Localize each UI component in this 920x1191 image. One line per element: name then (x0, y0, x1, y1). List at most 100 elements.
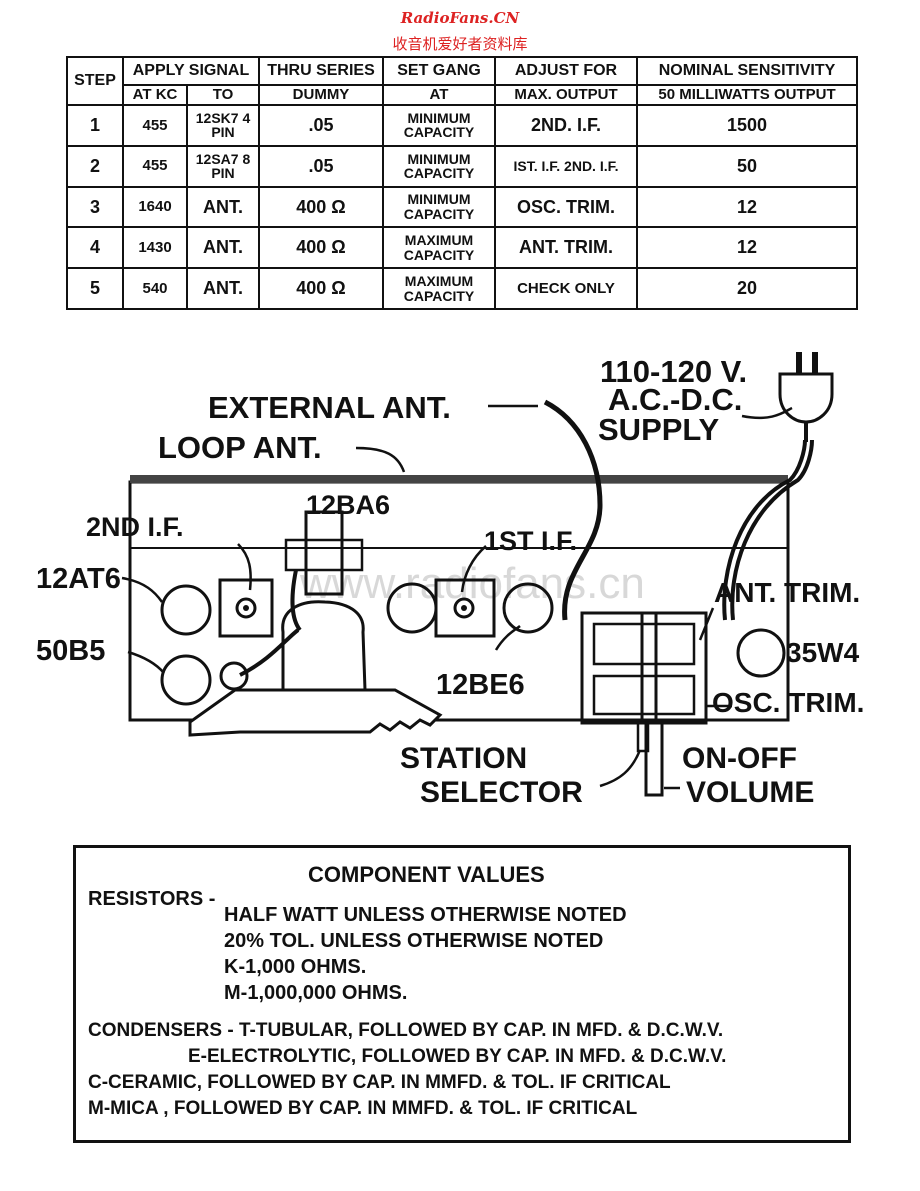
tube-50b5 (160, 654, 212, 706)
cell-dummy: 400 Ω (258, 226, 384, 270)
first-if-leader (460, 545, 487, 593)
label-loop-ant: LOOP ANT. (158, 430, 322, 465)
external-antenna-wire (543, 399, 603, 621)
cell-dummy: .05 (258, 144, 384, 188)
tube-12be6 (502, 582, 554, 634)
header-adjust-for: ADJUST FOR (494, 56, 638, 86)
power-cord-2 (730, 439, 814, 621)
cell-step: 3 (66, 185, 124, 229)
resistors-line: K-1,000 OHMS. (224, 956, 367, 978)
header-max-output: MAX. OUTPUT (494, 84, 638, 106)
power-plug-icon (778, 372, 834, 424)
tube-12ba6 (304, 510, 344, 596)
speaker-lead-wire (290, 569, 302, 632)
12be6-leader (494, 625, 521, 651)
loop-ant-leader (355, 446, 406, 473)
second-if-can (218, 578, 274, 638)
selector-shaft (636, 721, 650, 753)
cell-dummy: 400 Ω (258, 267, 384, 310)
cell-dummy: 400 Ω (258, 185, 384, 229)
label-supply-voltage: 110-120 V. (600, 354, 747, 389)
cell-adjust: IST. I.F. 2ND. I.F. (494, 144, 638, 188)
cell-adjust: ANT. TRIM. (494, 226, 638, 270)
cell-kc: 455 (122, 144, 188, 188)
cell-gang: MAXIMUM CAPACITY (382, 226, 496, 270)
second-if-slug-dot (243, 605, 249, 611)
header-50mw-output: 50 MILLIWATTS OUTPUT (636, 84, 858, 106)
cell-gang: MAXIMUM CAPACITY (382, 267, 496, 310)
component-values-title: COMPONENT VALUES (308, 862, 545, 887)
component-values-box: COMPONENT VALUES RESISTORS - HALF WATT U… (73, 845, 851, 1143)
header-apply-signal: APPLY SIGNAL (122, 56, 260, 86)
cell-kc: 540 (122, 267, 188, 310)
cell-sensitivity: 12 (636, 185, 858, 229)
condensers-line: C-CERAMIC, FOLLOWED BY CAP. IN MMFD. & T… (88, 1072, 671, 1093)
cell-kc: 455 (122, 104, 188, 147)
cell-step: 4 (66, 226, 124, 270)
header-set-gang: SET GANG (382, 56, 496, 86)
50b5-leader (127, 650, 165, 674)
label-supply-type: A.C.-D.C. (608, 382, 742, 417)
watermark: www.radiofans.cn (299, 559, 645, 608)
ant-trimmer (592, 622, 696, 666)
cell-gang: MINIMUM CAPACITY (382, 144, 496, 188)
cell-adjust: OSC. TRIM. (494, 185, 638, 229)
cell-to: ANT. (186, 226, 260, 270)
condensers-line: M-MICA , FOLLOWED BY CAP. IN MMFD. & TOL… (88, 1098, 638, 1119)
speaker-magnet (281, 600, 367, 692)
second-if-slug-icon (235, 597, 257, 619)
header-dummy: DUMMY (258, 84, 384, 106)
station-selector-leader (599, 749, 642, 788)
site-title: RadioFans.CN (400, 9, 520, 27)
cell-to: ANT. (186, 267, 260, 310)
cell-kc: 1640 (122, 185, 188, 229)
cell-sensitivity: 12 (636, 226, 858, 270)
header-step: STEP (66, 56, 124, 106)
cell-step: 5 (66, 267, 124, 310)
supply-leader (741, 406, 793, 420)
resistors-line: 20% TOL. UNLESS OTHERWISE NOTED (224, 930, 604, 952)
cell-gang: MINIMUM CAPACITY (382, 185, 496, 229)
plug-prong (796, 352, 802, 374)
speaker-lead-socket (219, 661, 249, 691)
first-if-slug-icon (453, 597, 475, 619)
cell-sensitivity: 20 (636, 267, 858, 310)
table-row: 1 455 12SK7 4 PIN .05 MINIMUM CAPACITY 2… (66, 104, 858, 147)
cell-adjust: 2ND. I.F. (494, 104, 638, 147)
header-nominal-sensitivity: NOMINAL SENSITIVITY (636, 56, 858, 86)
cell-sensitivity: 1500 (636, 104, 858, 147)
speaker-cone (188, 688, 443, 737)
header-thru-series: THRU SERIES (258, 56, 384, 86)
condensers-line: E-ELECTROLYTIC, FOLLOWED BY CAP. IN MFD.… (188, 1046, 727, 1067)
label-external-ant: EXTERNAL ANT. (208, 390, 451, 425)
speaker-lead-wire-2 (239, 628, 300, 677)
second-if-leader (237, 543, 252, 591)
label-station: STATION (400, 742, 527, 775)
tube-12at6 (160, 584, 212, 636)
ant-trim-leader (698, 607, 715, 641)
table-row: 2 455 12SA7 8 PIN .05 MINIMUM CAPACITY I… (66, 144, 858, 188)
first-if-slug-dot (461, 605, 467, 611)
chassis-diagram: www.radiofans.cn (36, 352, 864, 809)
volume-shaft (644, 721, 664, 797)
label-12at6: 12AT6 (36, 563, 121, 595)
loop-antenna-bar (130, 475, 788, 483)
label-12be6: 12BE6 (436, 669, 525, 701)
label-12ba6: 12BA6 (306, 490, 390, 520)
gang-capacitor (580, 611, 708, 725)
label-selector: SELECTOR (420, 776, 583, 809)
label-50b5: 50B5 (36, 635, 105, 667)
site-subtitle: 收音机爱好者资料库 (392, 35, 528, 53)
header-to: TO (186, 84, 260, 106)
label-osc-trim: OSC. TRIM. (712, 687, 864, 718)
header-at: AT (382, 84, 496, 106)
output-transformer (284, 538, 364, 572)
cell-sensitivity: 50 (636, 144, 858, 188)
label-1st-if: 1ST I.F. (484, 526, 577, 556)
tube-35w4 (736, 628, 786, 678)
osc-trimmer (592, 674, 696, 716)
resistors-line: M-1,000,000 OHMS. (224, 982, 408, 1004)
table-row: 4 1430 ANT. 400 Ω MAXIMUM CAPACITY ANT. … (66, 226, 858, 270)
label-on-off: ON-OFF (682, 742, 797, 775)
cell-step: 2 (66, 144, 124, 188)
